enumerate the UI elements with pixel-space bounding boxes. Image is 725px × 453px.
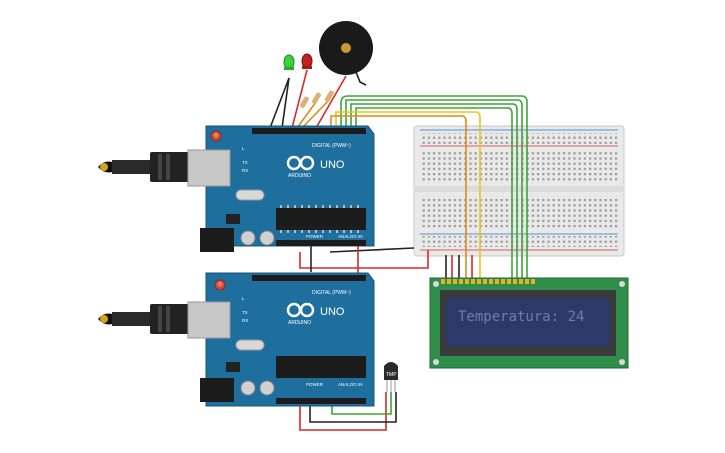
l-label: L: [242, 146, 245, 151]
infinity-logo-icon: [286, 155, 315, 171]
analog-header-label: ANALOG IN: [338, 234, 363, 239]
resistors: [300, 90, 334, 108]
infinity-logo-icon: [286, 302, 315, 318]
tx-label: TX: [242, 160, 248, 165]
lcd-16x2: Temperatura: 24: [429, 277, 629, 369]
digital-header-label: DIGITAL (PWM~): [312, 143, 351, 149]
buzzer: [319, 21, 373, 75]
l-label: L: [242, 296, 245, 301]
model-label: UNO: [320, 159, 345, 171]
wires: [269, 69, 528, 431]
lcd-text: Temperatura: 24: [458, 309, 584, 325]
analog-header-label: ANALOG IN: [338, 382, 363, 387]
brand-label: ARDUINO: [288, 320, 311, 326]
rx-label: RX: [242, 168, 248, 173]
power-header-label: POWER: [306, 382, 324, 387]
power-header-label: POWER: [306, 234, 324, 239]
temperature-sensor: TMP: [384, 362, 398, 392]
digital-header-label: DIGITAL (PWM~): [312, 290, 351, 296]
arduino-uno-top: UNO ARDUINO DIGITAL (PWM~) POWER ANALOG …: [98, 125, 375, 252]
brand-label: ARDUINO: [288, 173, 311, 179]
red-led: [301, 53, 313, 69]
rx-label: RX: [242, 318, 248, 323]
sensor-label: TMP: [386, 372, 397, 378]
model-label: UNO: [320, 306, 345, 318]
tx-label: TX: [242, 310, 248, 315]
breadboard: [413, 125, 625, 257]
arduino-uno-bottom: UNO ARDUINO DIGITAL (PWM~) POWER ANALOG …: [98, 272, 375, 407]
green-led: [283, 54, 295, 70]
